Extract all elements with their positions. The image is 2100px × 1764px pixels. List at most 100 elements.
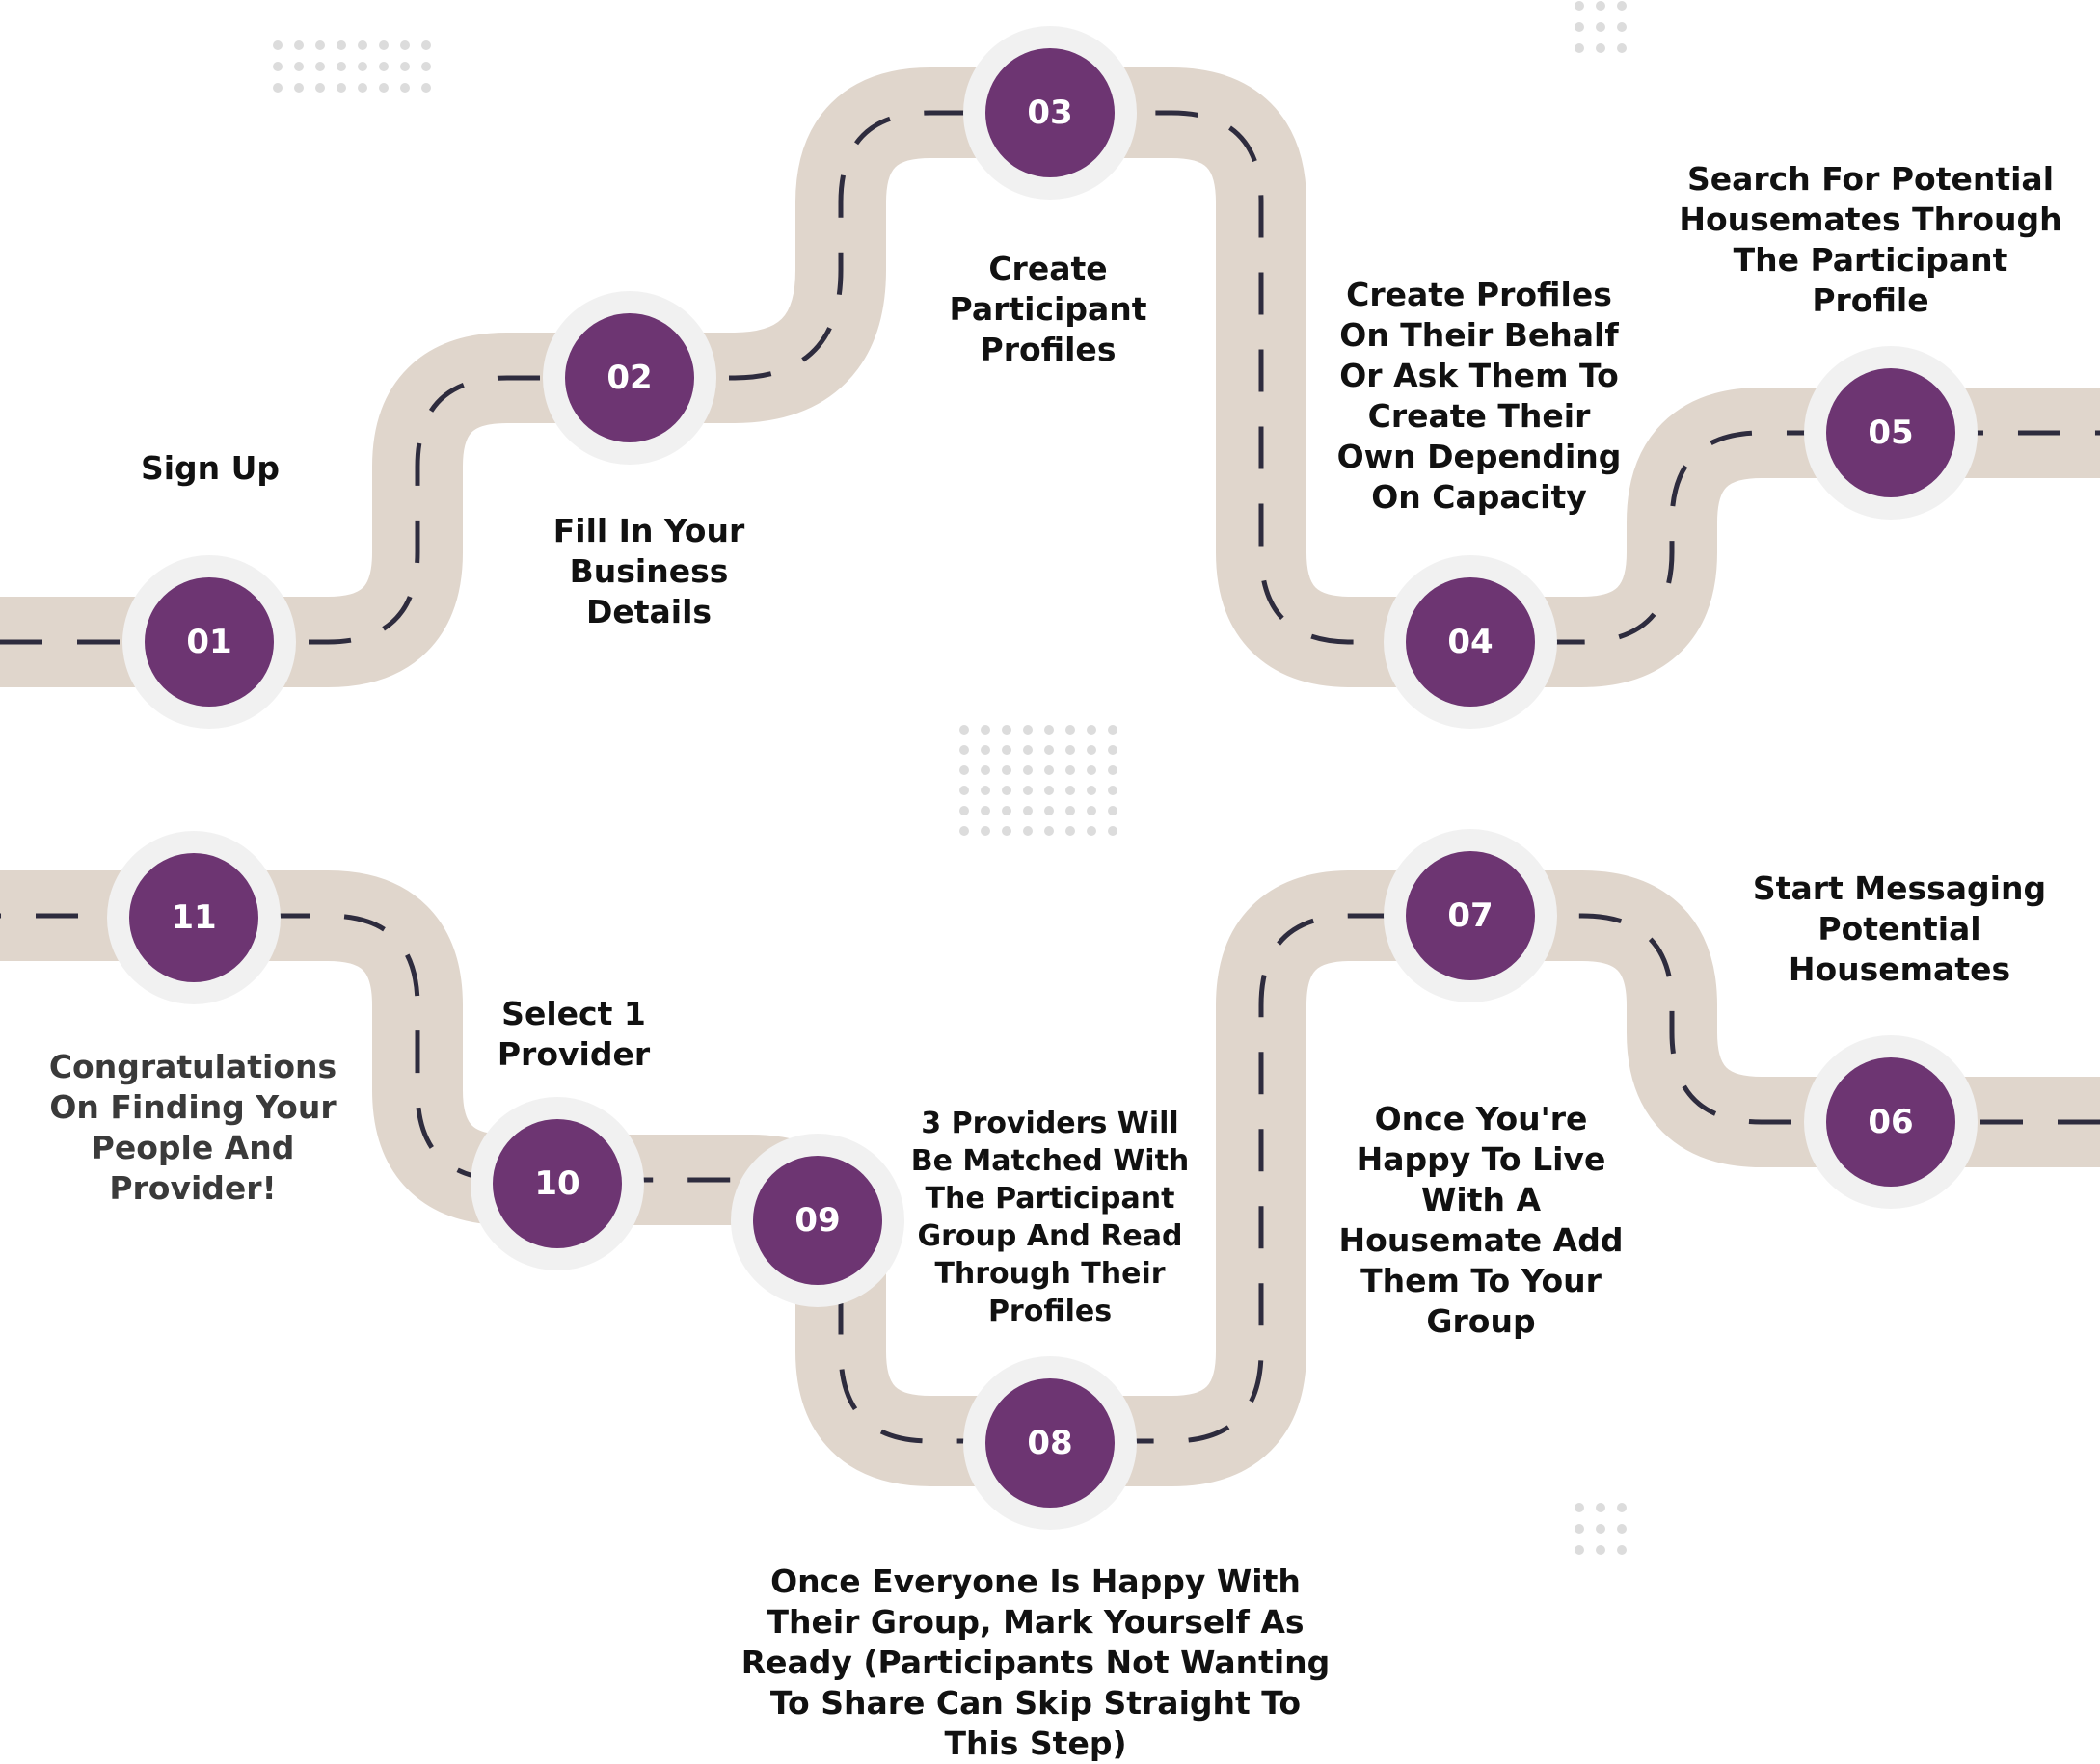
- step-node-circle: [985, 1378, 1115, 1508]
- step-03-label: Create Participant Profiles: [949, 250, 1147, 368]
- step-07-label: Once You're Happy To Live With A Housema…: [1338, 1100, 1624, 1340]
- decorative-dot: [1575, 1, 1584, 11]
- decorative-dot: [1002, 725, 1011, 735]
- decorative-dot: [1002, 806, 1011, 815]
- step-number: 11: [171, 898, 216, 937]
- step-nodes: 01 02 03 04 05 06 07 08 09 10 11: [107, 26, 1978, 1530]
- decorative-dot: [1596, 22, 1605, 32]
- step-05-label: Search For Potential Housemates Through …: [1679, 160, 2062, 319]
- decorative-dot: [337, 40, 346, 50]
- step-number: 10: [534, 1164, 579, 1203]
- decorative-dot: [1044, 765, 1054, 775]
- decorative-dot: [1108, 786, 1117, 795]
- step-node-04: 04: [1384, 555, 1557, 729]
- decorative-dot: [273, 83, 283, 93]
- decorative-dot: [1065, 786, 1075, 795]
- step-10-label: Select 1 Provider: [497, 995, 651, 1073]
- step-node-circle: [1826, 1057, 1955, 1187]
- step-node-circle: [565, 313, 694, 442]
- decorative-dot: [1044, 806, 1054, 815]
- decorative-dot: [959, 745, 969, 755]
- step-number: 05: [1868, 414, 1913, 452]
- decorative-dot: [1108, 745, 1117, 755]
- decorative-dot: [337, 62, 346, 71]
- decorative-dot: [1065, 826, 1075, 836]
- step-08-label: Once Everyone Is Happy With Their Group,…: [740, 1563, 1331, 1762]
- step-node-circle: [1406, 577, 1535, 707]
- decorative-dot: [1617, 1, 1627, 11]
- decorative-dot: [421, 62, 431, 71]
- step-node-circle: [1826, 368, 1955, 497]
- decorative-dot: [1023, 786, 1033, 795]
- decorative-dot: [981, 745, 990, 755]
- step-node-10: 10: [471, 1097, 644, 1270]
- decorative-dot: [1065, 765, 1075, 775]
- decorative-dot: [1087, 826, 1096, 836]
- decorative-dot: [981, 725, 990, 735]
- decorative-dot: [1002, 826, 1011, 836]
- decorative-dot: [1023, 806, 1033, 815]
- decorative-dot: [1044, 745, 1054, 755]
- step-node-03: 03: [963, 26, 1137, 200]
- decorative-dot: [1575, 22, 1584, 32]
- decorative-dot-grids: [273, 1, 1627, 1555]
- step-02-label: Fill In Your Business Details: [552, 512, 745, 630]
- decorative-dot: [1617, 43, 1627, 53]
- decorative-dot: [315, 62, 325, 71]
- road-upper-dashes: [0, 110, 2100, 645]
- decorative-dot: [1044, 725, 1054, 735]
- step-node-circle: [493, 1119, 622, 1248]
- decorative-dot: [981, 786, 990, 795]
- decorative-dot: [1002, 765, 1011, 775]
- step-number: 06: [1868, 1103, 1913, 1141]
- step-number: 01: [186, 623, 231, 661]
- decorative-dot: [1596, 1524, 1605, 1534]
- decorative-dot: [1617, 1524, 1627, 1534]
- step-04-label: Create Profiles On Their Behalf Or Ask T…: [1336, 276, 1622, 516]
- step-number: 08: [1027, 1424, 1072, 1462]
- decorative-dot: [1108, 806, 1117, 815]
- decorative-dot: [1617, 1545, 1627, 1555]
- step-node-02: 02: [543, 291, 716, 465]
- decorative-dot: [273, 40, 283, 50]
- decorative-dot: [1108, 725, 1117, 735]
- step-number: 07: [1447, 896, 1493, 935]
- decorative-dot: [981, 826, 990, 836]
- decorative-dot: [1023, 826, 1033, 836]
- step-number: 09: [794, 1201, 840, 1240]
- decorative-dot: [1575, 1545, 1584, 1555]
- step-node-07: 07: [1384, 829, 1557, 1002]
- decorative-dot: [315, 40, 325, 50]
- step-node-06: 06: [1804, 1035, 1978, 1209]
- decorative-dot: [400, 83, 410, 93]
- decorative-dot: [1617, 1503, 1627, 1512]
- step-node-circle: [1406, 851, 1535, 980]
- decorative-dot: [379, 62, 389, 71]
- step-node-09: 09: [731, 1134, 904, 1307]
- step-number: 03: [1027, 94, 1072, 132]
- decorative-dot: [1575, 1524, 1584, 1534]
- decorative-dot: [358, 40, 367, 50]
- decorative-dot: [421, 40, 431, 50]
- decorative-dot: [400, 40, 410, 50]
- decorative-dot: [1087, 745, 1096, 755]
- step-node-circle: [145, 577, 274, 707]
- step-09-label: 3 Providers Will Be Matched With The Par…: [910, 1107, 1190, 1328]
- step-11-label: Congratulations On Finding Your People A…: [48, 1048, 337, 1207]
- decorative-dot: [1065, 725, 1075, 735]
- step-node-circle: [985, 48, 1115, 177]
- decorative-dot: [1065, 745, 1075, 755]
- decorative-dot: [959, 826, 969, 836]
- decorative-dot: [981, 806, 990, 815]
- decorative-dot: [1108, 765, 1117, 775]
- decorative-dot: [1023, 725, 1033, 735]
- decorative-dot: [421, 83, 431, 93]
- decorative-dot: [1023, 765, 1033, 775]
- decorative-dot: [315, 83, 325, 93]
- decorative-dot: [1023, 745, 1033, 755]
- step-node-01: 01: [122, 555, 296, 729]
- decorative-dot: [1108, 826, 1117, 836]
- decorative-dot: [1575, 43, 1584, 53]
- decorative-dot: [959, 806, 969, 815]
